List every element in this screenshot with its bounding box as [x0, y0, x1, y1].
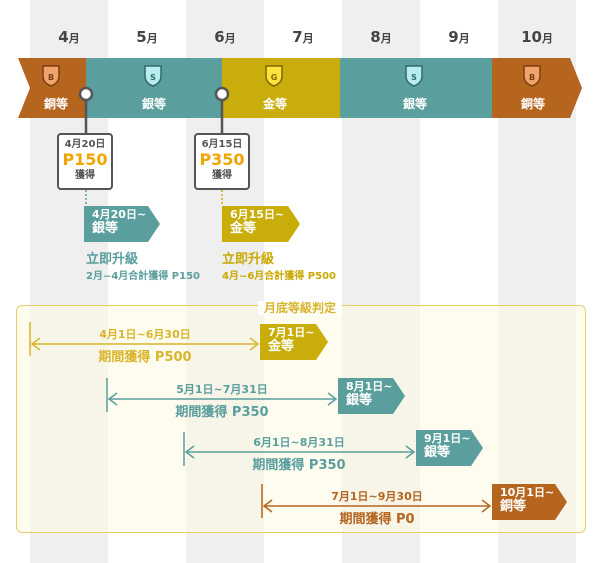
period-arrow-4 [261, 484, 492, 518]
result-flag-gold-text: 7月1日~ 金等 [262, 326, 315, 354]
band-label-gold: 金等 [262, 96, 287, 111]
period-earned: 期間獲得 P0 [339, 512, 415, 527]
period-earned: 期間獲得 P350 [175, 405, 269, 420]
upgrade-flag-gold-text: 6月15日~ 金等 [224, 208, 284, 236]
result-flag-bronze [492, 484, 567, 520]
band-bronze-october [492, 58, 582, 118]
period-earned: 期間獲得 P350 [252, 458, 346, 473]
upgrade-note-silver: 立即升級 2月~4月合計獲得 P150 [86, 248, 200, 282]
badge-g-letter: G [271, 73, 278, 82]
result-rank: 銀等 [424, 445, 451, 460]
month-header-june: 6月 [214, 28, 236, 46]
period-label-1: 4月1日~6月30日 期間獲得 P500 [60, 326, 230, 365]
result-flag-bronze-text: 10月1日~ 銅等 [494, 486, 554, 514]
period-arrow-2 [106, 378, 338, 412]
band-label-silver-1: 銀等 [141, 96, 166, 111]
badge-s-letter: S [150, 73, 156, 82]
upgrade-flag-silver [84, 206, 160, 242]
upgrade-title: 立即升級 [86, 252, 139, 267]
month-header-october: 10月 [521, 28, 553, 46]
result-date: 10月1日~ [500, 486, 555, 499]
period-range: 7月1日~9月30日 [331, 490, 423, 503]
upgrade-rank: 金等 [230, 221, 257, 236]
result-flag-gold [260, 324, 328, 360]
period-arrow-3 [183, 432, 416, 466]
month-header-september: 9月 [448, 28, 470, 46]
badge-b-letter: B [48, 73, 54, 82]
result-rank: 金等 [268, 339, 295, 354]
result-rank: 銅等 [500, 499, 527, 514]
card-points: P150 [62, 150, 108, 169]
result-date: 8月1日~ [346, 380, 393, 393]
period-label-2: 5月1日~7月31日 期間獲得 P350 [137, 381, 307, 420]
result-flag-silver-2 [416, 430, 483, 466]
marker-dot-apr20 [78, 86, 94, 102]
judgment-title: 月底等級判定 [0, 297, 600, 316]
period-range: 5月1日~7月31日 [176, 383, 268, 396]
result-flag-silver-2-text: 9月1日~ 銀等 [418, 432, 471, 460]
silver-badge-icon: S [144, 65, 162, 87]
result-date: 7月1日~ [268, 326, 315, 339]
month-header-july: 7月 [292, 28, 314, 46]
month-header-april: 4月 [58, 28, 80, 46]
card-date: 4月20日 [64, 139, 106, 150]
period-arrow-1 [29, 322, 260, 356]
month-header-may: 5月 [136, 28, 158, 46]
bronze-badge-icon-2: B [523, 65, 541, 87]
period-range: 6月1日~8月31日 [253, 436, 345, 449]
bronze-badge-icon: B [42, 65, 60, 87]
points-card-apr20: 4月20日 P150 獲得 [57, 133, 113, 190]
badge-s-letter-2: S [411, 73, 417, 82]
gold-badge-icon: G [265, 65, 283, 87]
upgrade-note: 2月~4月合計獲得 P150 [86, 271, 200, 282]
upgrade-date: 4月20日~ [92, 208, 147, 221]
period-label-3: 6月1日~8月31日 期間獲得 P350 [214, 434, 384, 473]
band-label-bronze-2: 銅等 [520, 96, 545, 111]
card-earn-label: 獲得 [212, 170, 232, 181]
card-date: 6月15日 [201, 139, 243, 150]
period-range: 4月1日~6月30日 [99, 328, 191, 341]
month-header-august: 8月 [370, 28, 392, 46]
band-bronze-april [18, 58, 86, 118]
points-card-jun15: 6月15日 P350 獲得 [194, 133, 250, 190]
result-rank: 銀等 [346, 393, 373, 408]
marker-dot-jun15 [214, 86, 230, 102]
badge-b-letter-2: B [529, 73, 535, 82]
card-points: P350 [199, 150, 245, 169]
period-earned: 期間獲得 P500 [98, 350, 192, 365]
silver-badge-icon-2: S [405, 65, 423, 87]
result-flag-silver-1-text: 8月1日~ 銀等 [340, 380, 393, 408]
upgrade-flag-gold [222, 206, 300, 242]
period-label-4: 7月1日~9月30日 期間獲得 P0 [292, 488, 462, 527]
upgrade-note: 4月~6月合計獲得 P500 [222, 271, 336, 282]
result-date: 9月1日~ [424, 432, 471, 445]
upgrade-date: 6月15日~ [230, 208, 285, 221]
upgrade-title: 立即升級 [222, 252, 275, 267]
upgrade-flag-silver-text: 4月20日~ 銀等 [86, 208, 146, 236]
upgrade-note-gold: 立即升級 4月~6月合計獲得 P500 [222, 248, 336, 282]
upgrade-rank: 銀等 [92, 221, 119, 236]
card-earn-label: 獲得 [75, 170, 95, 181]
band-label-bronze-1: 銅等 [43, 96, 68, 111]
result-flag-silver-1 [338, 378, 405, 414]
band-label-silver-2: 銀等 [402, 96, 427, 111]
